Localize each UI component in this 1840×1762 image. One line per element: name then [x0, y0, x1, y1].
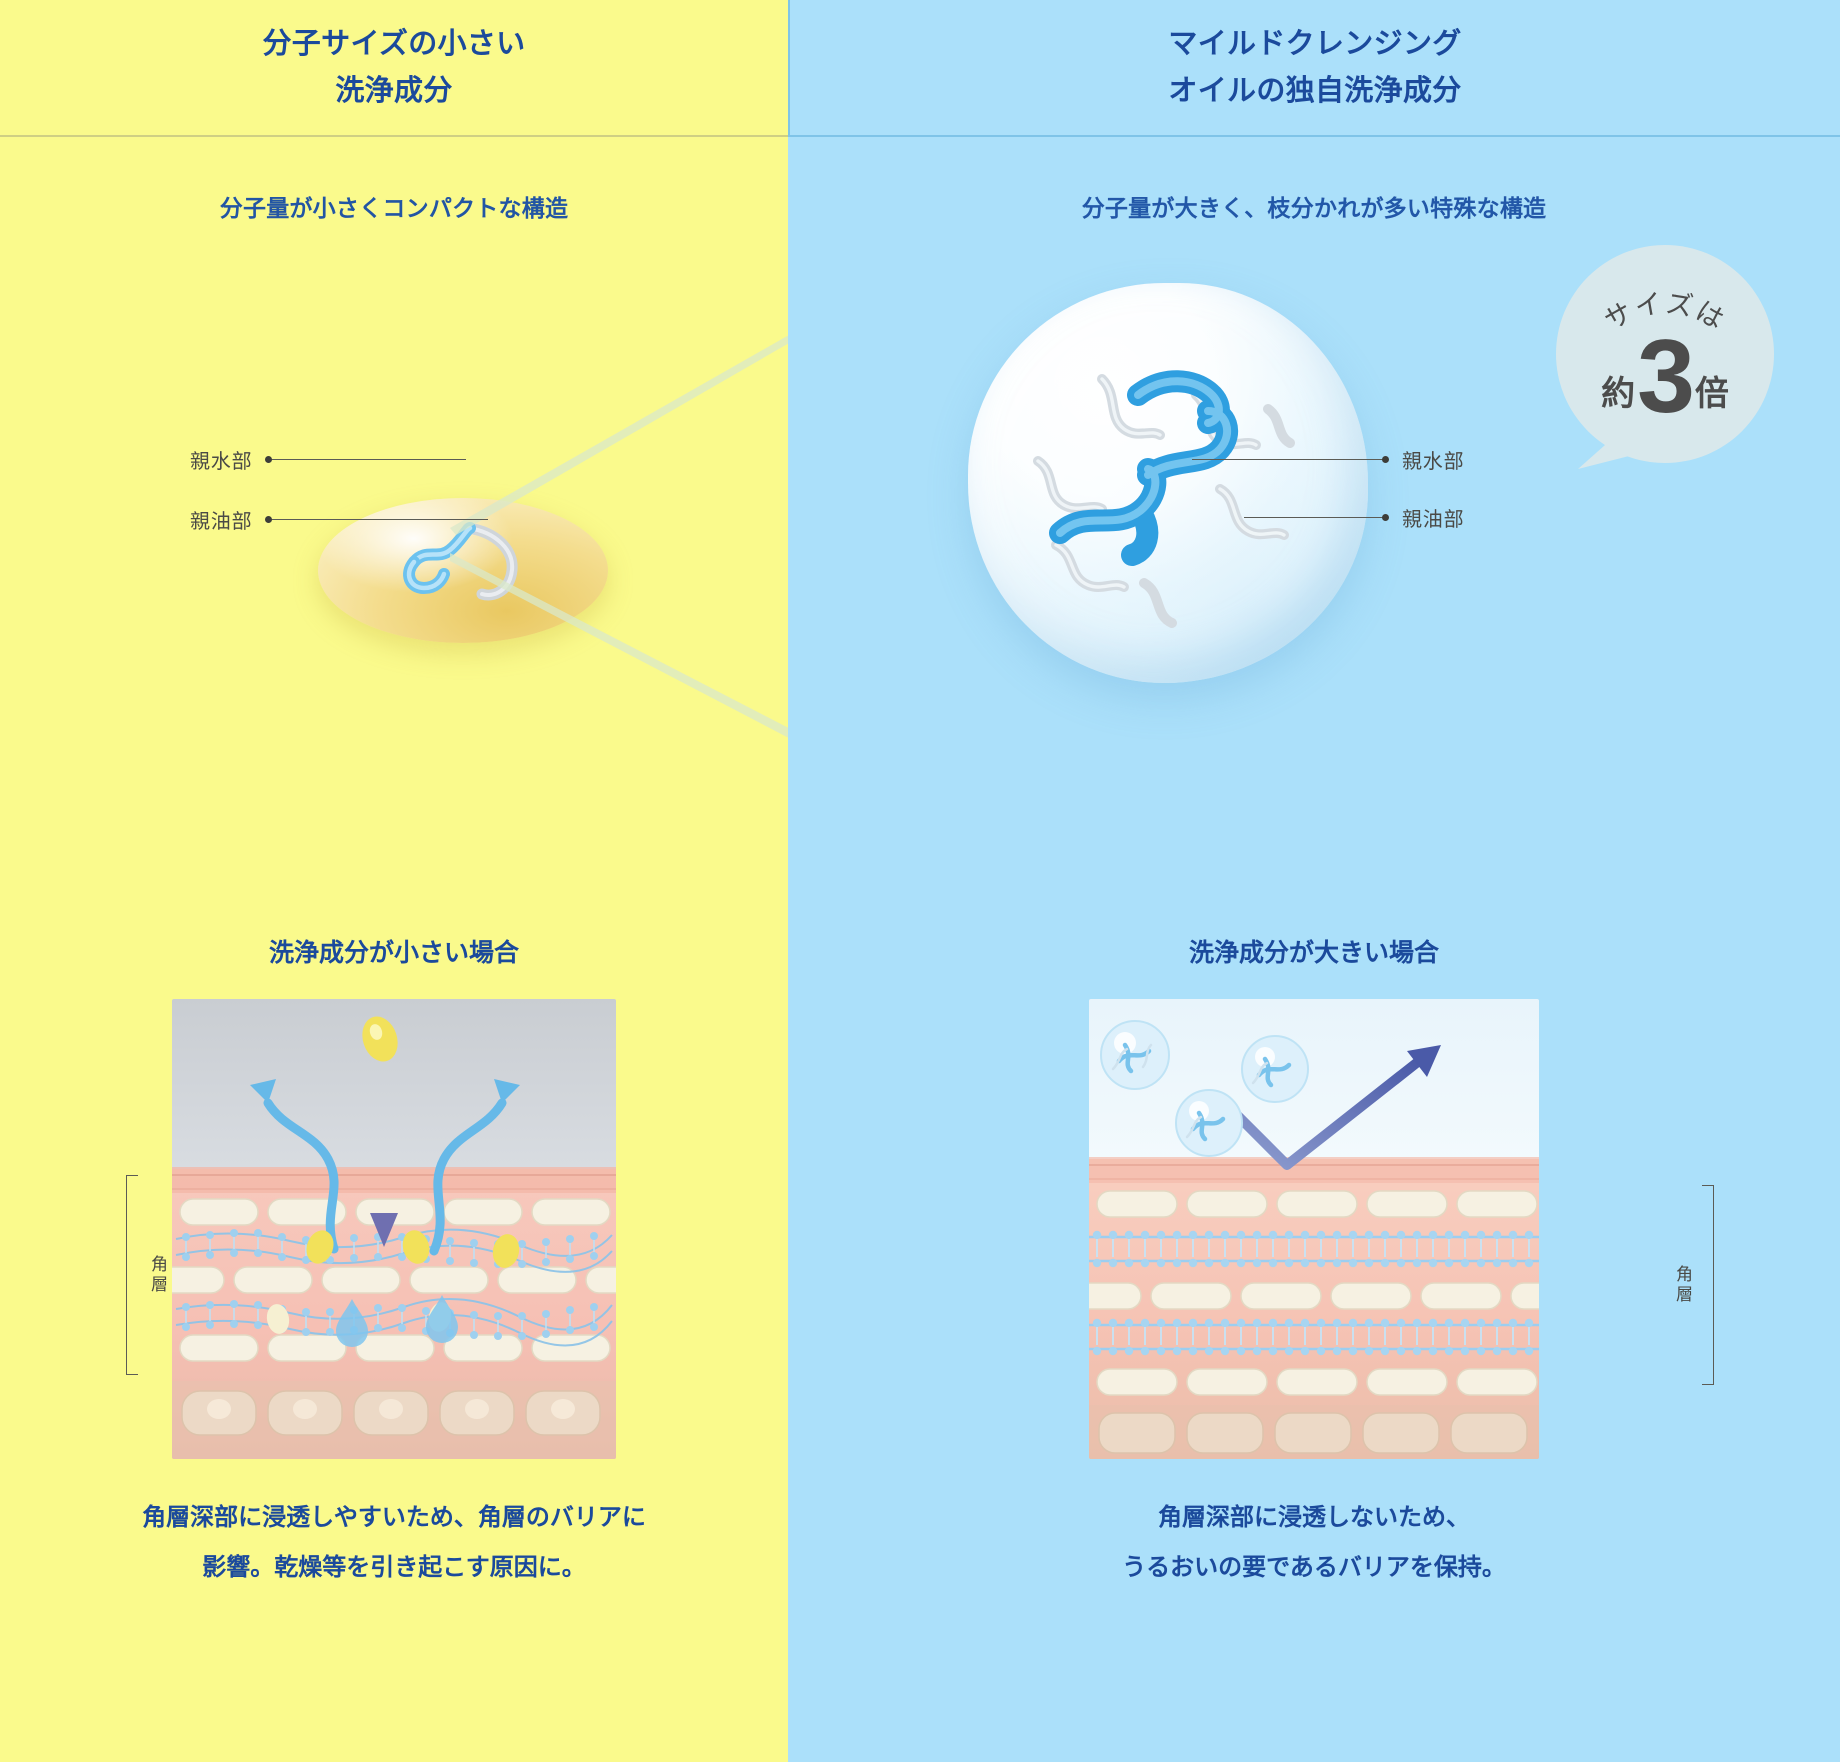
bracket-label-right: 角層	[1673, 1265, 1692, 1305]
leader-line	[1244, 514, 1389, 521]
penetration-arrow	[370, 1061, 398, 1247]
lipid-bilayer-row-1	[1089, 1230, 1539, 1268]
bracket-label-left: 角層	[148, 1255, 167, 1295]
leader-line	[1192, 456, 1389, 463]
leader-hydrophilic-left-label: 親水部	[190, 451, 253, 473]
skin-cross-section-small	[172, 999, 616, 1459]
left-section-title: 洗浄成分が小さい場合	[268, 939, 519, 967]
leader-lipophilic-left-label: 親油部	[190, 511, 253, 533]
skin-diagram-svg	[172, 999, 616, 1459]
right-subtitle: 分子量が大きく、枝分かれが多い特殊な構造	[1081, 195, 1547, 221]
left-caption-line1: 角層深部に浸透しやすいため、角層のバリアに	[142, 1504, 646, 1531]
size-badge: サイズは 約 3 倍	[1556, 245, 1774, 463]
left-header-line1: 分子サイズの小さい	[262, 27, 526, 60]
badge-suffix: 倍	[1694, 374, 1729, 413]
column-large-molecule: マイルドクレンジング オイルの独自洗浄成分 分子量が大きく、枝分かれが多い特殊な…	[788, 0, 1840, 1762]
svg-text:サイズは: サイズは	[1599, 288, 1730, 336]
leader-hydrophilic-left: 親水部	[190, 445, 467, 474]
skin-cross-section-large	[1089, 999, 1539, 1459]
badge-prefix: 約	[1601, 374, 1636, 413]
column-small-molecule: 分子サイズの小さい 洗浄成分 分子量が小さくコンパクトな構造	[0, 0, 810, 1762]
left-header-line2: 洗浄成分	[335, 74, 453, 107]
leader-line	[265, 516, 489, 523]
leader-hydrophilic-right-label: 親水部	[1402, 451, 1465, 473]
leader-lipophilic-right-label: 親油部	[1402, 509, 1465, 531]
right-caption: 角層深部に浸透しないため、 うるおいの要であるバリアを保持。	[788, 1493, 1840, 1594]
left-caption: 角層深部に浸透しやすいため、角層のバリアに 影響。乾燥等を引き起こす原因に。	[0, 1493, 788, 1594]
right-caption-line2: うるおいの要であるバリアを保持。	[1122, 1554, 1506, 1582]
large-molecule-illustration	[968, 283, 1368, 683]
lipid-bilayer-row-2	[1089, 1318, 1539, 1356]
right-header-line2: オイルの独自洗浄成分	[1168, 74, 1462, 107]
right-caption-line1: 角層深部に浸透しないため、	[1158, 1504, 1470, 1531]
skin-diagram-svg	[1089, 999, 1539, 1459]
right-column-header: マイルドクレンジング オイルの独自洗浄成分	[788, 0, 1840, 137]
badge-arc-text: サイズは	[1599, 288, 1730, 336]
right-skin-illustration-wrap: 角層	[788, 999, 1840, 1459]
badge-arc-label: サイズは	[1599, 288, 1728, 336]
right-header-line1: マイルドクレンジング	[1168, 27, 1462, 60]
large-molecule-particles	[1100, 1020, 1309, 1157]
right-molecule-stage: サイズは 約 3 倍 親水部 親油部	[788, 223, 1840, 783]
stratum-corneum-bracket-right: 角層	[1663, 1185, 1714, 1385]
left-caption-line2: 影響。乾燥等を引き起こす原因に。	[202, 1554, 586, 1582]
leader-hydrophilic-right: 親水部	[1192, 445, 1464, 474]
leader-line	[265, 456, 467, 463]
repelled-arrow	[1229, 1045, 1441, 1170]
stratum-corneum-bracket-left: 角層	[126, 1175, 177, 1375]
right-section-title: 洗浄成分が大きい場合	[1188, 939, 1439, 967]
left-molecule-stage: 親水部 親油部	[0, 223, 810, 783]
surfactant-droplets	[266, 1016, 520, 1347]
bracket-shape	[1702, 1185, 1714, 1385]
leader-lipophilic-left: 親油部	[190, 505, 489, 534]
badge-value-row: 約 3 倍	[1601, 319, 1729, 436]
bracket-shape	[126, 1175, 138, 1375]
left-subtitle: 分子量が小さくコンパクトな構造	[219, 195, 569, 221]
molecule-chain-svg	[1033, 370, 1295, 628]
badge-number: 3	[1637, 319, 1695, 436]
left-skin-illustration-wrap: 角層	[0, 999, 788, 1459]
left-column-header: 分子サイズの小さい 洗浄成分	[0, 0, 788, 137]
leader-lipophilic-right: 親油部	[1244, 503, 1464, 532]
